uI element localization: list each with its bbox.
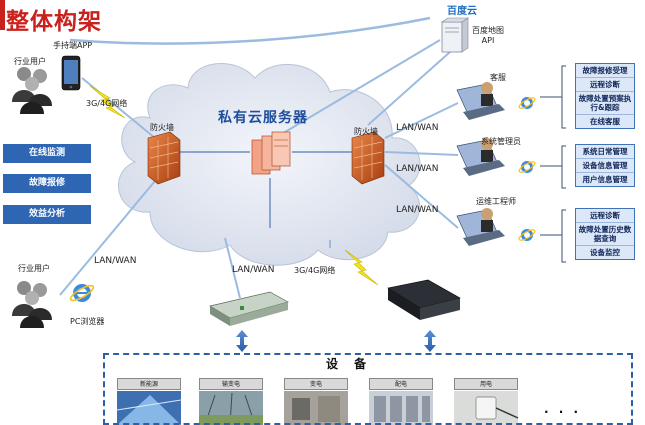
sys-admin-functions: 系统日常管理 设备信息管理 用户信息管理: [575, 144, 635, 187]
lan-wan-label: LAN/WAN: [396, 205, 439, 215]
server-cluster-icon: [251, 131, 291, 175]
industry-user-label: 行业用户: [14, 57, 46, 66]
online-monitoring-button[interactable]: 在线监测: [3, 144, 91, 163]
industry-user-label: 行业用户: [18, 264, 50, 273]
network-label: 3G/4G网络: [86, 99, 128, 108]
device-photo: [454, 391, 519, 425]
workstation-icon: [456, 208, 505, 246]
ops-engineer-functions: 远程诊断 故障处置历史数据查询 设备监控: [575, 208, 635, 260]
terminal-device-icon: [387, 279, 461, 320]
device-label: 新能源: [117, 378, 181, 390]
fault-report-button[interactable]: 故障报修: [3, 174, 91, 193]
firewall-label: 防火墙: [354, 127, 378, 136]
firewall-icon: [147, 131, 181, 185]
workstation-icon: [456, 82, 505, 120]
connection-line: [384, 151, 459, 156]
bracket: [540, 65, 566, 263]
benefit-analysis-button[interactable]: 效益分析: [3, 205, 91, 224]
function-item[interactable]: 用户信息管理: [582, 175, 628, 184]
bidirectional-arrow-icon: [236, 330, 248, 352]
devices-title: 设 备: [326, 357, 373, 371]
connection-line: [69, 16, 431, 45]
connection-line: [367, 51, 451, 126]
customer-service-label: 客服: [490, 73, 506, 82]
customer-service-functions: 故障报修受理 远程诊断 故障处置预案执行&跟踪 在线客服: [575, 63, 635, 129]
device-photo: [199, 391, 263, 425]
connection-line: [81, 77, 156, 139]
lan-wan-label: LAN/WAN: [94, 256, 137, 266]
mobile-app-label: 手持端APP: [53, 41, 93, 50]
network-label: 3G/4G网络: [294, 266, 336, 275]
function-item[interactable]: 远程诊断: [576, 78, 634, 92]
workstation-icon: [456, 138, 505, 176]
baidu-map-api-label: 百度地图 API: [472, 26, 504, 45]
wireless-signal-icon: [89, 85, 126, 119]
function-item[interactable]: 设备监控: [590, 248, 620, 257]
function-item[interactable]: 设备信息管理: [576, 159, 634, 173]
lan-wan-label: LAN/WAN: [232, 265, 275, 275]
gateway-device-icon: [209, 291, 289, 326]
device-label: 配电: [369, 378, 433, 390]
page-title: 整体构架: [6, 9, 102, 35]
connection-line: [59, 174, 161, 296]
firewall-icon: [351, 131, 385, 185]
function-item[interactable]: 在线客服: [590, 117, 620, 126]
device-label: 变电: [284, 378, 348, 390]
private-cloud-label: 私有云服务器: [218, 110, 308, 126]
lan-wan-label: LAN/WAN: [396, 123, 439, 133]
bidirectional-arrow-icon: [424, 330, 436, 352]
connection-line: [224, 237, 241, 299]
connection-line: [279, 39, 441, 136]
more-devices-ellipsis: . . .: [544, 402, 582, 416]
device-label: 用电: [454, 378, 518, 390]
browser-icon: [518, 97, 536, 109]
device-photo: [284, 391, 348, 425]
users-icon: [12, 281, 52, 328]
ops-engineer-label: 运维工程师: [476, 197, 516, 206]
browser-icon: [518, 161, 536, 173]
connection-line: [384, 164, 459, 229]
devices-panel: [103, 353, 633, 425]
function-item[interactable]: 故障报修受理: [576, 64, 634, 78]
browser-icon: [69, 284, 95, 302]
function-item[interactable]: 系统日常管理: [576, 145, 634, 159]
lan-wan-label: LAN/WAN: [396, 164, 439, 174]
baidu-server-icon: [441, 17, 469, 53]
users-icon: [12, 67, 52, 114]
device-photo: [116, 391, 182, 425]
pc-browser-label: PC浏览器: [70, 317, 105, 326]
sys-admin-label: 系统管理员: [481, 137, 521, 146]
function-item[interactable]: 故障处置历史数据查询: [576, 223, 634, 246]
browser-icon: [518, 229, 536, 241]
device-photo: [369, 391, 433, 425]
wireless-signal-icon: [344, 249, 379, 286]
connection-line: [384, 102, 459, 139]
baidu-cloud-label: 百度云: [447, 6, 477, 17]
function-item[interactable]: 故障处置预案执行&跟踪: [576, 92, 634, 115]
function-item[interactable]: 远程诊断: [576, 209, 634, 223]
title-accent: [0, 0, 5, 30]
device-label: 输变电: [199, 378, 263, 390]
firewall-label: 防火墙: [150, 123, 174, 132]
smartphone-icon: [61, 55, 81, 91]
